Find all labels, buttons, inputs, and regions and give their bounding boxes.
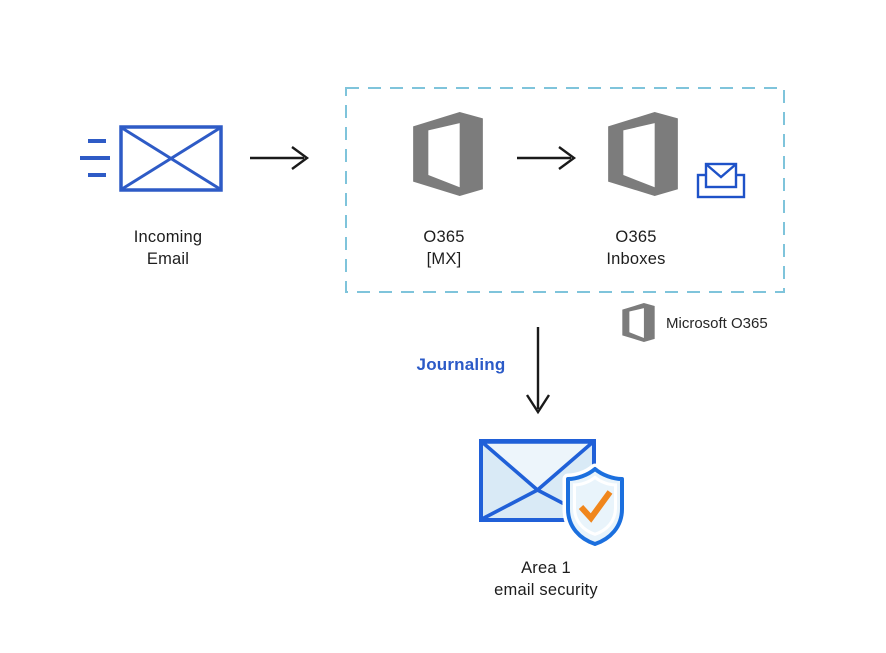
- arrow-right-icon: [250, 146, 310, 170]
- arrow-right-icon: [517, 146, 577, 170]
- o365-boundary-box: [345, 87, 785, 293]
- arrow-down-icon: [525, 327, 551, 415]
- incoming-email-label-line1: Incoming: [133, 228, 203, 246]
- o365-mx-label-line2: [MX]: [426, 250, 462, 268]
- o365-mx-label: O365 [MX]: [364, 226, 524, 270]
- o365-inboxes-label-line1: O365: [615, 228, 657, 246]
- shield-check-icon: [562, 463, 628, 550]
- o365-inboxes-label: O365 Inboxes: [556, 226, 716, 270]
- o365-inboxes-label-line2: Inboxes: [606, 250, 666, 268]
- speed-lines-icon: [80, 139, 110, 177]
- microsoft-o365-legend-label: Microsoft O365: [666, 315, 768, 332]
- o365-mx-label-line1: O365: [423, 228, 465, 246]
- journaling-label: Journaling: [416, 355, 506, 374]
- incoming-email-label-line2: Email: [146, 250, 190, 268]
- office365-icon: [608, 112, 678, 196]
- envelope-icon: [119, 125, 223, 192]
- office365-legend-icon: [622, 303, 655, 342]
- area1-label-line2: email security: [494, 581, 598, 599]
- secure-envelope-icon: [479, 439, 628, 550]
- area1-label: Area 1 email security: [436, 557, 656, 601]
- area1-label-line1: Area 1: [521, 559, 571, 577]
- incoming-email-label: Incoming Email: [88, 226, 248, 270]
- office365-icon: [413, 112, 483, 196]
- inbox-tray-icon: [696, 162, 746, 199]
